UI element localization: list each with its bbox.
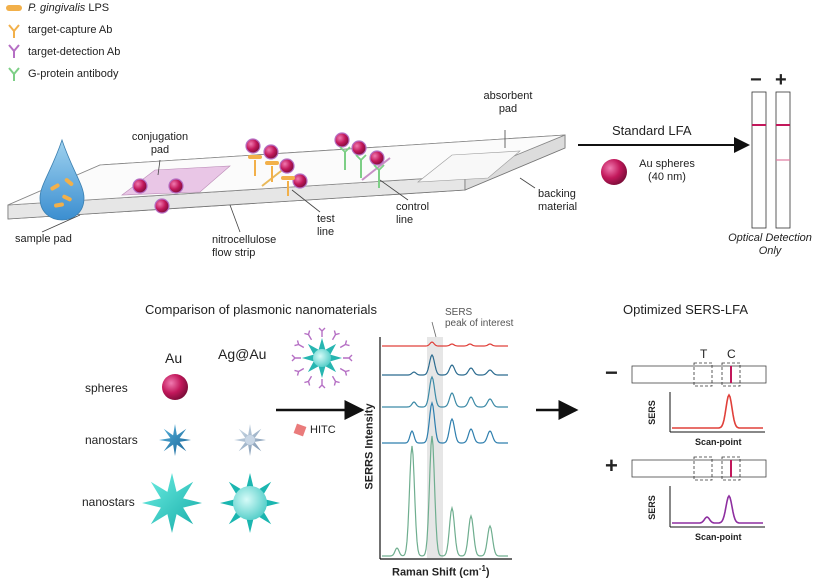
agau-large-core-icon bbox=[233, 486, 267, 520]
serrs-trace bbox=[382, 401, 508, 444]
serrs-trace bbox=[382, 375, 508, 408]
control-line-complexes bbox=[334, 132, 385, 188]
optimized-negative-strip bbox=[631, 362, 767, 387]
hitc-label: HITC bbox=[310, 424, 336, 436]
legend-gprotein-ab-icon bbox=[8, 67, 20, 81]
au-column-label: Au bbox=[165, 350, 183, 366]
row-spheres-label: spheres bbox=[85, 381, 128, 395]
serrs-y-label: SERRS Intensity bbox=[363, 403, 376, 490]
legend-gprotein-ab-label: G-protein antibody bbox=[28, 68, 119, 80]
strip-leader-lines bbox=[41, 130, 536, 233]
optimized-minus-sign: − bbox=[605, 360, 618, 385]
detection-antibody-icon bbox=[318, 379, 326, 389]
detection-antibody-icon bbox=[294, 367, 305, 376]
au-spheres-label: Au spheres(40 nm) bbox=[639, 158, 695, 183]
peak-of-interest-band bbox=[427, 337, 443, 558]
t-line-label: T bbox=[700, 347, 708, 361]
standard-plus-sign: + bbox=[775, 69, 787, 91]
serrs-x-label: Raman Shift (cm-1) bbox=[392, 564, 490, 579]
c-line-label: C bbox=[727, 347, 736, 361]
row-nanostars-large-label: nanostars bbox=[82, 495, 135, 509]
standard-lfa-title: Standard LFA bbox=[612, 123, 692, 138]
sample-droplet-icon bbox=[39, 138, 85, 221]
standard-minus-sign: − bbox=[750, 69, 762, 91]
detection-antibody-icon bbox=[294, 340, 305, 349]
detection-antibody-icon bbox=[318, 327, 326, 337]
standard-lfa-strips bbox=[751, 91, 791, 229]
au-sphere-comparison-icon bbox=[162, 374, 188, 400]
pos-scan-x-label: Scan-point bbox=[695, 532, 742, 542]
negative-strip bbox=[751, 91, 767, 229]
pos-scan-y-label: SERS bbox=[646, 495, 657, 520]
detection-antibody-icon bbox=[291, 354, 301, 362]
legend-lps-icon bbox=[6, 5, 22, 11]
optimized-plus-sign: + bbox=[605, 453, 618, 478]
row-nanostars-small-label: nanostars bbox=[85, 433, 138, 447]
detection-antibody-icon bbox=[339, 340, 350, 349]
legend-detection-ab-label: target-detection Ab bbox=[28, 46, 121, 58]
detection-antibody-icon bbox=[339, 367, 350, 376]
legend-detection-ab-icon bbox=[8, 44, 20, 58]
detection-antibody-icon bbox=[343, 354, 353, 362]
au-small-nanostar-icon bbox=[159, 424, 191, 456]
sample-pad-label: sample pad bbox=[15, 233, 72, 245]
optimized-positive-strip bbox=[631, 456, 767, 481]
detection-antibody-icon bbox=[331, 375, 340, 386]
serrs-plot bbox=[379, 321, 512, 560]
detection-antibody-icon bbox=[304, 330, 313, 341]
agau-small-core-icon bbox=[245, 435, 255, 445]
legend-lps-label: P. gingivalis LPS bbox=[28, 2, 110, 14]
hitc-icon bbox=[293, 423, 307, 437]
serrs-trace bbox=[382, 435, 508, 557]
au-sphere-icon bbox=[601, 159, 627, 185]
serrs-trace bbox=[382, 341, 508, 347]
au-large-nanostar-icon bbox=[142, 473, 202, 533]
optimized-title: Optimized SERS-LFA bbox=[623, 302, 748, 317]
optimized-negative-scan bbox=[669, 392, 765, 433]
neg-scan-y-label: SERS bbox=[646, 400, 657, 425]
detection-antibody-icon bbox=[331, 330, 340, 341]
test-line-complexes bbox=[245, 138, 308, 196]
comparison-title: Comparison of plasmonic nanomaterials bbox=[145, 302, 377, 317]
detection-antibody-icon bbox=[304, 375, 313, 386]
conjugate-particles bbox=[132, 178, 184, 214]
functionalized-nanostar-icon bbox=[291, 327, 353, 389]
agau-column-label: Ag@Au bbox=[218, 346, 267, 362]
absorbent-pad-area bbox=[417, 150, 521, 183]
legend-capture-ab-icon bbox=[8, 24, 20, 38]
serrs-trace bbox=[382, 353, 508, 376]
legend-capture-ab-label: target-capture Ab bbox=[28, 24, 113, 36]
neg-scan-x-label: Scan-point bbox=[695, 437, 742, 447]
control-line-mark bbox=[361, 157, 391, 181]
optimized-positive-scan bbox=[669, 486, 765, 528]
